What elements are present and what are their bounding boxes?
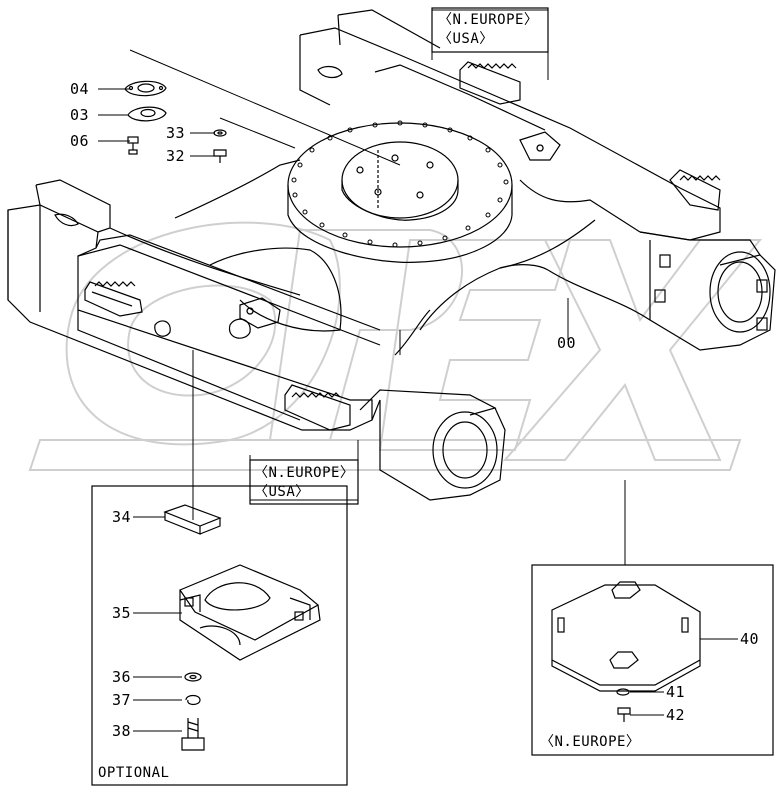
- middle-region-label-2: 〈USA〉: [254, 484, 310, 500]
- cover-plate-40: [551, 581, 701, 692]
- washer-36: [184, 672, 202, 682]
- bolt-42: [617, 707, 631, 722]
- track-frame: [7, 9, 776, 501]
- bolt-06: [127, 136, 139, 155]
- part-label-03: 03: [70, 106, 90, 124]
- leader-lines: [98, 9, 738, 732]
- top-region-label-2: 〈USA〉: [438, 31, 494, 47]
- top-region-label-1: 〈N.EUROPE〉: [438, 12, 539, 28]
- part-label-36: 36: [112, 668, 132, 686]
- part-label-40: 40: [740, 630, 760, 648]
- pad-34: [163, 504, 222, 535]
- spring-washer-37: [185, 694, 201, 706]
- bolt-38: [181, 718, 205, 751]
- part-label-41: 41: [666, 683, 686, 701]
- middle-region-label-1: 〈N.EUROPE〉: [254, 465, 355, 481]
- washer-33: [213, 129, 227, 137]
- part-label-06: 06: [70, 132, 90, 150]
- optional-label: OPTIONAL: [98, 765, 170, 781]
- guard-block-35: [179, 564, 321, 661]
- part-label-35: 35: [112, 604, 132, 622]
- part-label-38: 38: [112, 722, 132, 740]
- part-label-42: 42: [666, 706, 686, 724]
- flange-plate-03: [127, 106, 167, 122]
- washer-41: [616, 688, 630, 696]
- part-label-04: 04: [70, 80, 90, 98]
- middle-region-box: [249, 459, 359, 505]
- right-box-label: 〈N.EUROPE〉: [540, 734, 641, 750]
- part-label-37: 37: [112, 691, 132, 709]
- neurope-box: [531, 564, 774, 756]
- part-label-00: 00: [557, 334, 577, 352]
- top-region-box: [431, 7, 549, 53]
- part-label-33: 33: [166, 124, 186, 142]
- opex-watermark: [28, 221, 763, 471]
- flange-plate-04: [124, 80, 167, 97]
- part-label-34: 34: [112, 508, 132, 526]
- part-label-32: 32: [166, 147, 186, 165]
- bolt-32: [213, 149, 227, 163]
- optional-box: [91, 485, 348, 786]
